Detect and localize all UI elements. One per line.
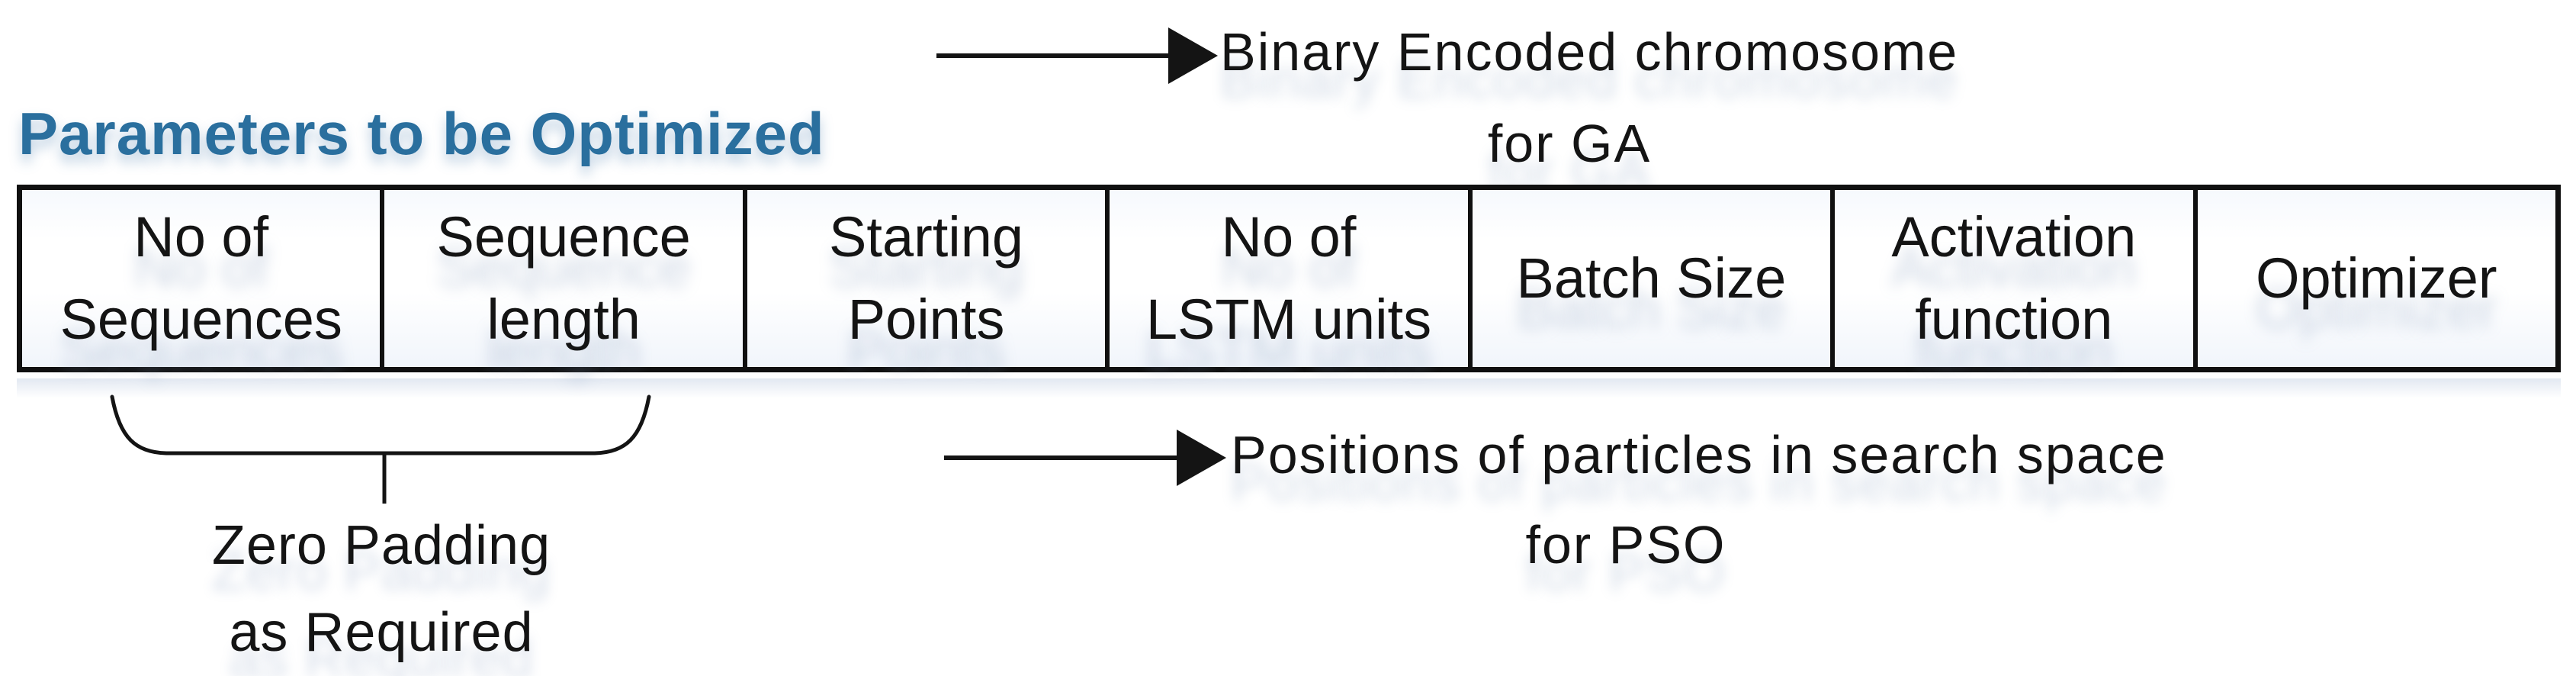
param-cell-line: LSTM units (1145, 288, 1432, 351)
ga-annotation-line1: Binary Encoded chromosome (1220, 22, 1959, 82)
param-cell-no-of-lstm-units: No of LSTM units (1105, 190, 1468, 367)
pso-annotation-line1: Positions of particles in search space (1231, 425, 2167, 484)
parameter-table: No of Sequences Sequence length Starting… (17, 185, 2561, 372)
param-cell-line: Optimizer (2255, 246, 2497, 310)
param-cell-line: Points (847, 288, 1005, 351)
zero-padding-annotation: Zero Padding as Required (114, 502, 648, 676)
ga-arrowhead-icon (1168, 27, 1218, 84)
param-cell-starting-points: Starting Points (742, 190, 1106, 367)
param-cell-line: Sequences (59, 288, 342, 351)
param-cell-line: No of (1221, 205, 1357, 269)
param-cell-line: function (1915, 288, 2113, 351)
param-cell-line: Activation (1891, 205, 2137, 269)
param-cell-no-of-sequences: No of Sequences (22, 190, 381, 367)
pso-annotation-line2: for PSO (1525, 515, 1726, 575)
param-cell-line: length (487, 288, 641, 351)
param-cell-line: Sequence (436, 205, 691, 269)
param-cell-optimizer: Optimizer (2192, 190, 2555, 367)
table-reflection (17, 378, 2561, 398)
ga-annotation-line2: for GA (1487, 114, 1652, 173)
pso-arrowhead-icon (1177, 430, 1226, 486)
zero-padding-line1: Zero Padding (211, 515, 551, 576)
page-title: Parameters to be Optimized (18, 100, 825, 167)
param-cell-line: No of (133, 205, 269, 269)
param-cell-line: Batch Size (1516, 246, 1787, 310)
param-cell-sequence-length: Sequence length (380, 190, 743, 367)
zero-padding-brace (110, 394, 651, 455)
param-cell-line: Starting (829, 205, 1024, 269)
zero-padding-line2: as Required (229, 602, 534, 663)
param-cell-activation-function: Activation function (1830, 190, 2193, 367)
param-cell-batch-size: Batch Size (1467, 190, 1831, 367)
